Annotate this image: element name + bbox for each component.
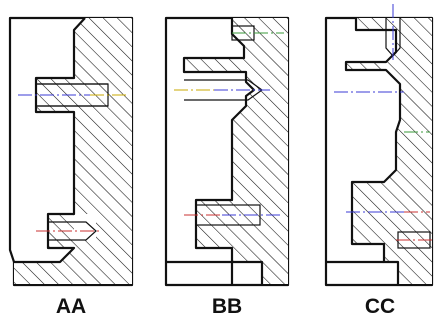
section-aa-wall-profile [14,17,86,264]
section-bb-wall-profile [182,18,264,284]
section-bb-hatched-wall [184,18,288,284]
section-cc-hatched-wall [346,18,432,284]
section-bb-label: BB [212,295,242,318]
section-aa [8,16,134,287]
section-aa-blind-hole [47,221,97,241]
section-aa-label: AA [56,295,86,318]
section-bb-foot [166,260,234,284]
section-bb [164,16,290,287]
section-cc [324,4,434,287]
section-cc-label: CC [365,295,395,318]
